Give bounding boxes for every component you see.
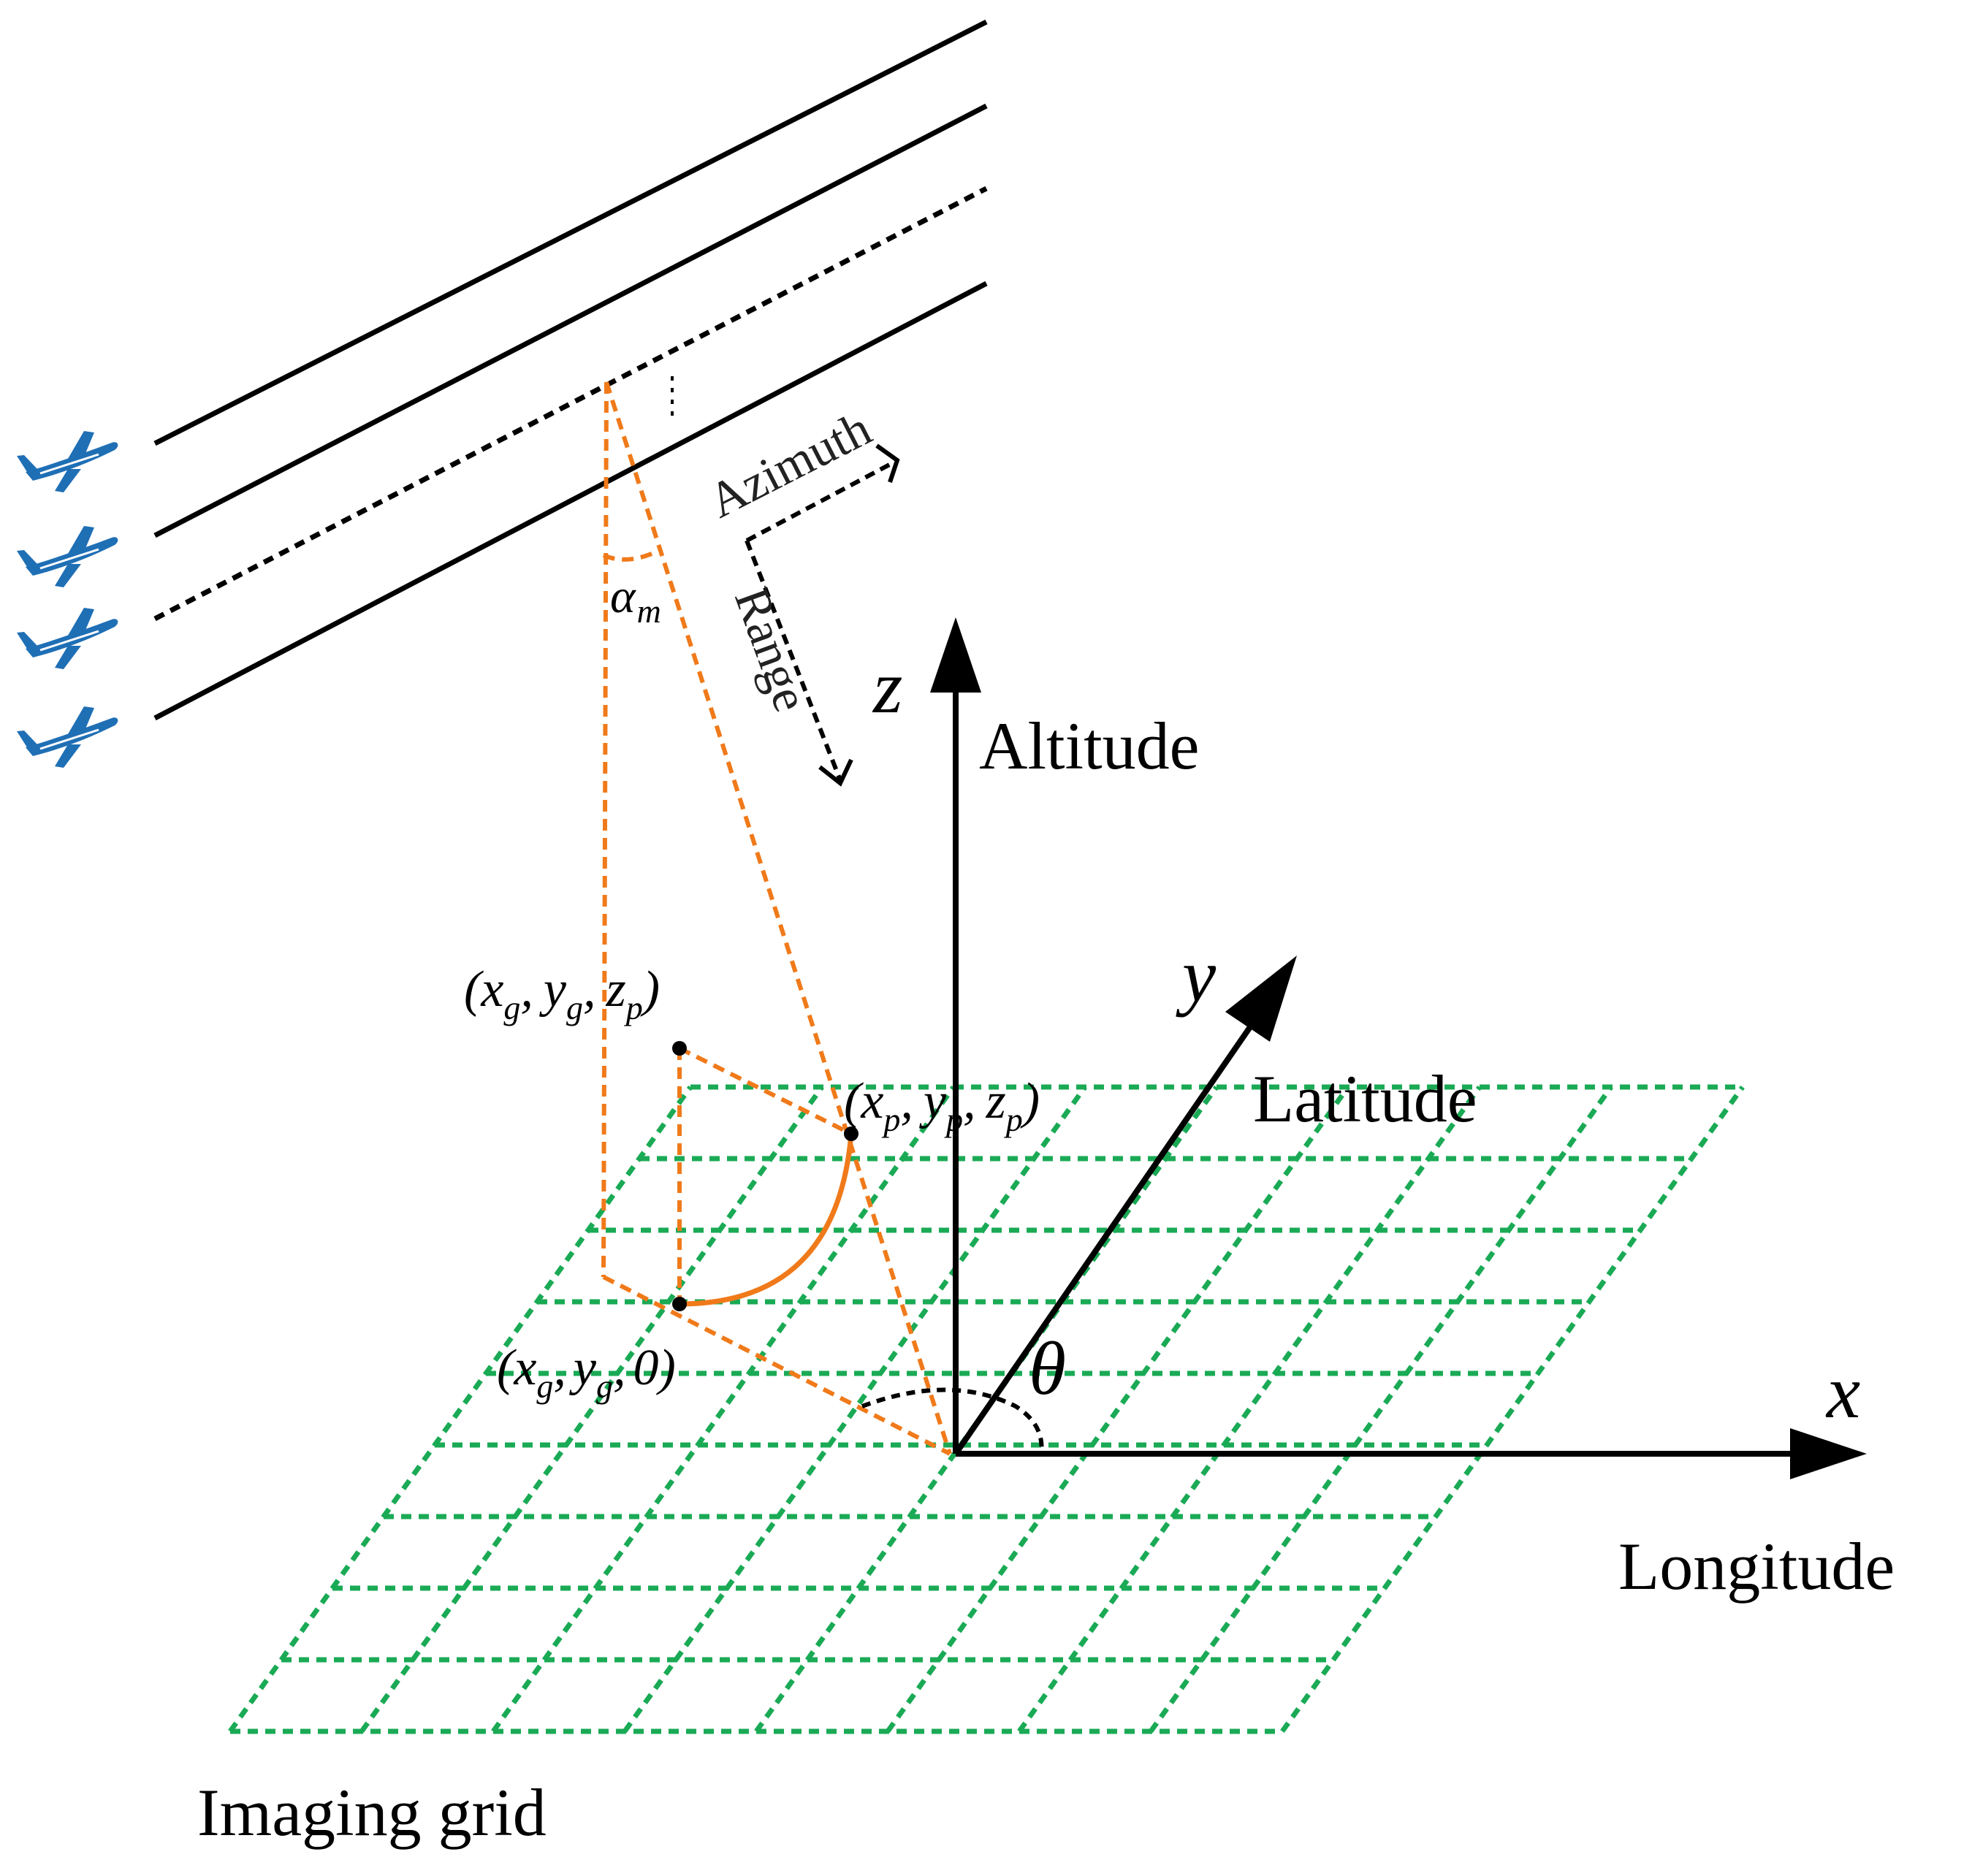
point-xg-yg-zp	[672, 1041, 687, 1056]
z-axis-label: z	[872, 645, 902, 729]
theta-arc	[861, 1387, 1044, 1454]
y-axis-arrowhead	[1225, 956, 1297, 1042]
latitude-label: Latitude	[1253, 1061, 1477, 1136]
nadir-line	[601, 381, 609, 1278]
azimuth-direction-line	[745, 460, 896, 543]
alpha-angle-arc	[602, 547, 663, 562]
range-arrowhead	[818, 758, 853, 787]
x-axis-arrowhead	[1790, 1428, 1867, 1479]
airplane-icon	[15, 606, 119, 671]
altitude-label: Altitude	[979, 709, 1200, 783]
range-label: Range	[724, 580, 820, 718]
point-xp-yp-zp	[844, 1126, 859, 1141]
coordinate-axes	[861, 683, 1805, 1457]
point-label-xg-yg-zp: (xg,yg,zp)	[464, 961, 660, 1026]
flight-track-3-dashed	[153, 186, 988, 622]
airplane-icon	[15, 430, 119, 494]
x-axis-label: x	[1825, 1350, 1860, 1434]
ground-projection-line	[602, 1275, 951, 1456]
direction-indicator	[745, 460, 896, 782]
flight-track-1	[153, 19, 988, 446]
range-direction-line	[745, 539, 842, 782]
point-label-xg-yg-0: (xg,yg,0)	[497, 1340, 676, 1405]
point-label-xp-yp-zp: (xp,yp,zp)	[844, 1073, 1040, 1138]
theta-label: θ	[1029, 1327, 1066, 1411]
imaging-grid-label: Imaging grid	[197, 1775, 547, 1850]
height-connect-line	[678, 1046, 853, 1136]
flight-track-4	[153, 281, 988, 721]
geometry-construction	[601, 381, 952, 1456]
azimuth-arrowhead	[875, 443, 900, 483]
y-axis-label: y	[1176, 934, 1217, 1018]
elevation-arc	[679, 1133, 854, 1307]
flight-tracks	[153, 19, 988, 721]
longitude-label: Longitude	[1618, 1529, 1895, 1604]
aircraft-group	[15, 430, 119, 769]
airplane-icon	[15, 525, 119, 589]
slant-range-line	[604, 381, 952, 1454]
alpha-m-label: αm	[610, 570, 661, 630]
y-axis	[953, 1021, 1256, 1456]
airplane-icon	[15, 705, 119, 769]
point-xg-yg-0	[672, 1297, 687, 1311]
z-axis-arrowhead	[930, 617, 981, 693]
flight-track-2	[153, 103, 988, 538]
